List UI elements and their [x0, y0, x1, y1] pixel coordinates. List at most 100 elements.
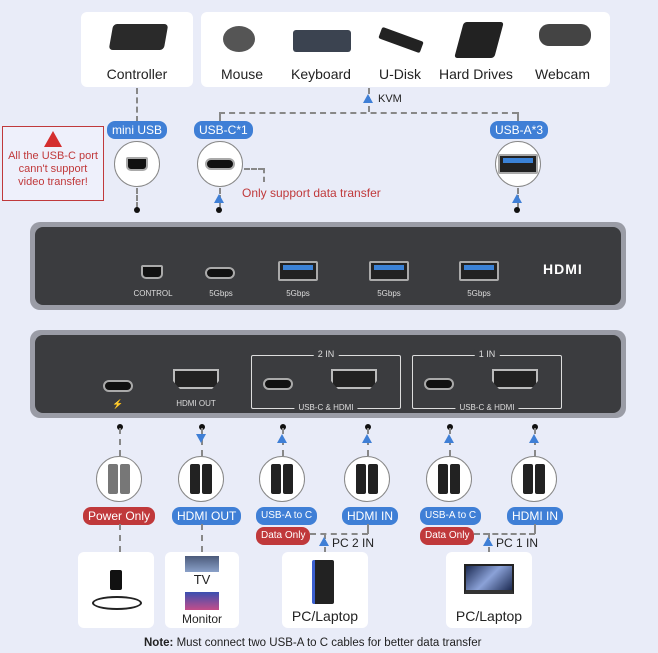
up-arrow-icon [529, 434, 539, 443]
power-symbol: ⚡ [112, 399, 124, 409]
kvm-label: KVM [378, 93, 402, 105]
connector-dot [117, 424, 123, 430]
usba-to-c-cable-circle [426, 456, 472, 502]
monitor-image [185, 592, 219, 610]
usba-port-circle [495, 141, 541, 187]
usbc-tag: USB-C*1 [194, 121, 253, 139]
port-label: CONTROL [133, 289, 173, 298]
note-text: Must connect two USB-A to C cables for b… [173, 637, 482, 649]
port-label: 5Gbps [286, 289, 310, 298]
usbc-port-circle [197, 141, 243, 187]
usba-tag: USB-A*3 [490, 121, 549, 139]
up-arrow-icon [277, 434, 287, 443]
controller-label: Controller [106, 66, 168, 82]
up-arrow-icon [362, 434, 372, 443]
pc1-bus-line [474, 533, 535, 535]
usbc-port [424, 378, 454, 390]
warning-text: All the USB-C port cann't support video … [8, 150, 98, 188]
hdmi-in-port [331, 369, 377, 389]
port-label: 5Gbps [209, 289, 233, 298]
hdmi-in-cable-circle [511, 456, 557, 502]
connector-dot [365, 424, 371, 430]
webcam-image [539, 24, 591, 46]
controller-card: Controller [81, 12, 193, 87]
connector-line [136, 188, 138, 208]
kvm-device-label: U-Disk [379, 66, 421, 82]
back-panel: ⚡ HDMI OUT 2 IN USB-C & HDMI 1 IN USB-C … [30, 330, 626, 418]
up-arrow-icon [512, 194, 522, 203]
pc1-card: PC/Laptop [446, 552, 532, 628]
connector-line [219, 112, 221, 122]
controller-line [136, 88, 138, 122]
mini-usb-tag: mini USB [107, 121, 168, 139]
pc-label: PC/Laptop [291, 608, 359, 624]
kvm-devices-card: Mouse Keyboard U-Disk Hard Drives Webcam [201, 12, 610, 87]
hdmi-in-tag: HDMI IN [507, 507, 563, 525]
hdmi-in-cable-circle [344, 456, 390, 502]
laptop-image [464, 564, 514, 594]
mini-usb-port-circle [114, 141, 160, 187]
connector-dot [199, 424, 205, 430]
group-subtitle: USB-C & HDMI [455, 403, 519, 412]
group-title: 1 IN [474, 349, 500, 359]
front-panel: CONTROL 5Gbps 5Gbps 5Gbps 5Gbps HDMI [30, 222, 626, 310]
port-label: 5Gbps [377, 289, 401, 298]
connector-dot [532, 424, 538, 430]
up-arrow-icon [214, 194, 224, 203]
mini-usb-port-icon [126, 157, 148, 171]
connector-dot [280, 424, 286, 430]
power-cable-circle [96, 456, 142, 502]
data-only-tag: Data Only [256, 527, 311, 545]
connector-dot [514, 207, 520, 213]
hdmi-in-tag: HDMI IN [342, 507, 398, 525]
connector-line [119, 524, 121, 552]
up-arrow-icon [319, 537, 329, 546]
down-arrow-icon [196, 434, 206, 443]
data-note-line [244, 168, 264, 170]
hdmi-out-label: HDMI OUT [176, 399, 216, 408]
pc2-label: PC 2 IN [332, 536, 375, 550]
warning-box: All the USB-C port cann't support video … [2, 126, 104, 201]
monitor-label: Monitor [181, 612, 222, 626]
group-title: 2 IN [313, 349, 339, 359]
usba-port [278, 261, 318, 281]
usbc-port [263, 378, 293, 390]
connector-dot [134, 207, 140, 213]
kvm-device-label: Keyboard [291, 66, 351, 82]
group-subtitle: USB-C & HDMI [294, 403, 358, 412]
kvm-device-label: Hard Drives [439, 66, 513, 82]
data-transfer-note: Only support data transfer [242, 186, 381, 200]
connector-line [517, 112, 519, 122]
hard-drive-image [454, 22, 504, 58]
tv-image [185, 556, 219, 572]
hdmi-out-port [173, 369, 219, 389]
power-cable-image [92, 596, 142, 610]
control-port [141, 265, 163, 279]
tv-label: TV [193, 572, 211, 587]
data-only-tag: Data Only [420, 527, 475, 545]
pc2-card: PC/Laptop [282, 552, 368, 628]
hdmi-out-tag: HDMI OUT [172, 507, 242, 525]
kvm-bus-line [219, 112, 518, 114]
usba-to-c-tag: USB-A to C [256, 507, 318, 525]
keyboard-image [293, 30, 351, 52]
usbc-port [205, 267, 235, 279]
mouse-image [223, 26, 255, 52]
power-adapter-card [78, 552, 154, 628]
u-disk-image [378, 26, 424, 54]
usba-port [459, 261, 499, 281]
usba-port [369, 261, 409, 281]
kvm-device-label: Mouse [221, 66, 264, 82]
hdmi-in-port [492, 369, 538, 389]
footer-note: Note: Must connect two USB-A to C cables… [144, 637, 481, 649]
note-bold: Note: [144, 637, 174, 649]
kvm-device-label: Webcam [535, 66, 590, 82]
pc1-label: PC 1 IN [496, 536, 539, 550]
pc-tower-image [312, 560, 334, 604]
power-only-tag: Power Only [83, 507, 156, 525]
connector-dot [447, 424, 453, 430]
hdmi-out-cable-circle [178, 456, 224, 502]
usbc-port-icon [205, 158, 235, 170]
hdmi-logo: HDMI [543, 261, 583, 277]
connector-line [367, 524, 369, 534]
